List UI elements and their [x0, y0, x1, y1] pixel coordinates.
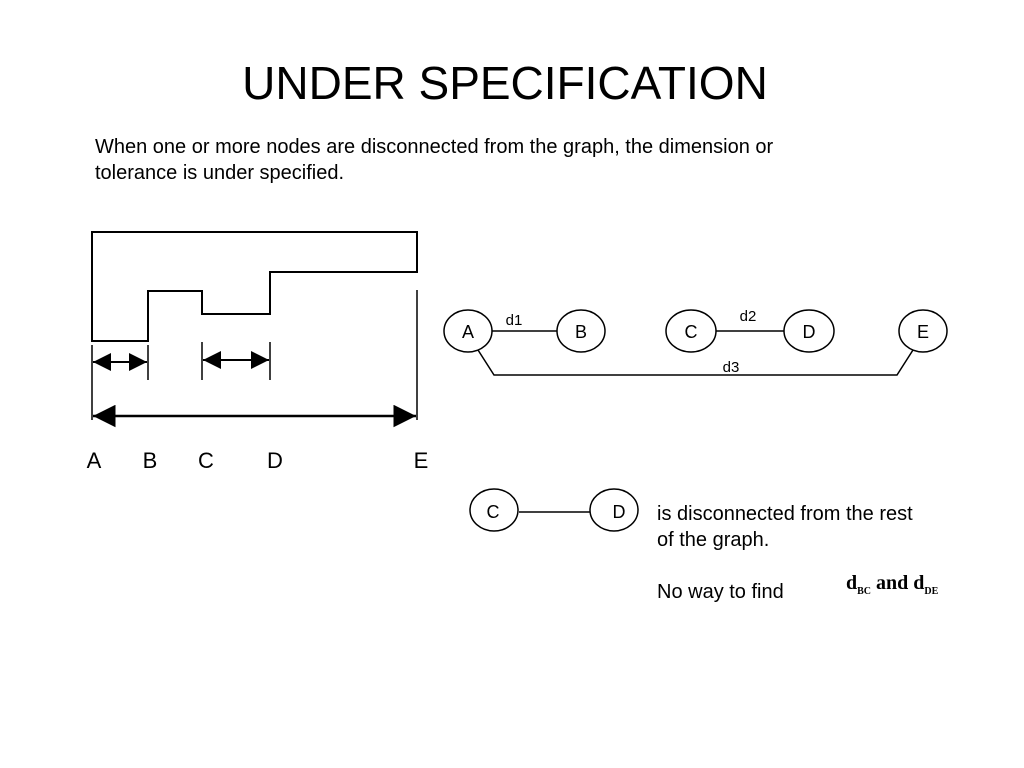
- part-label-d: D: [267, 448, 283, 473]
- part-profile-outline: [91, 231, 418, 342]
- subgraph-node-c: [469, 488, 519, 532]
- subgraph-node-c-label: C: [487, 502, 500, 522]
- disconnected-note: is disconnected from the rest of the gra…: [657, 503, 913, 551]
- slide-title: UNDER SPECIFICATION: [242, 57, 768, 109]
- graph-node-c-label: C: [685, 322, 698, 342]
- edge-label-d1: d1: [506, 312, 523, 329]
- graph-node-d: [783, 309, 835, 353]
- formula-d-de: d: [913, 572, 925, 594]
- graph-node-e: [898, 309, 948, 353]
- slide-body-text: When one or more nodes are disconnected …: [95, 136, 774, 184]
- graph-node-b-label: B: [575, 322, 587, 342]
- edge-label-d3: d3: [723, 359, 740, 376]
- formula-sub-bc: BC: [857, 586, 872, 597]
- graph-node-d-label: D: [803, 322, 816, 342]
- formula-sub-de: DE: [924, 586, 939, 597]
- subgraph-node-d: [589, 488, 639, 532]
- formula-and: and: [871, 572, 914, 594]
- graph-node-a-label: A: [462, 322, 474, 342]
- graph-node-e-label: E: [917, 322, 929, 342]
- formula-d-bc: d: [846, 572, 858, 594]
- part-label-e: E: [414, 448, 429, 473]
- part-label-a: A: [87, 448, 102, 473]
- extension-lines: [91, 290, 418, 420]
- part-label-c: C: [198, 448, 214, 473]
- graph-edge-ae: [477, 349, 914, 376]
- edge-label-d2: d2: [740, 308, 757, 325]
- subgraph-node-d-label: D: [613, 502, 626, 522]
- graph-node-a: [443, 309, 493, 353]
- part-label-b: B: [143, 448, 158, 473]
- graph-node-c: [665, 309, 717, 353]
- graph-node-b: [556, 309, 606, 353]
- distance-formula: dBC and dDE: [846, 572, 938, 597]
- no-way-note: No way to find: [657, 581, 784, 603]
